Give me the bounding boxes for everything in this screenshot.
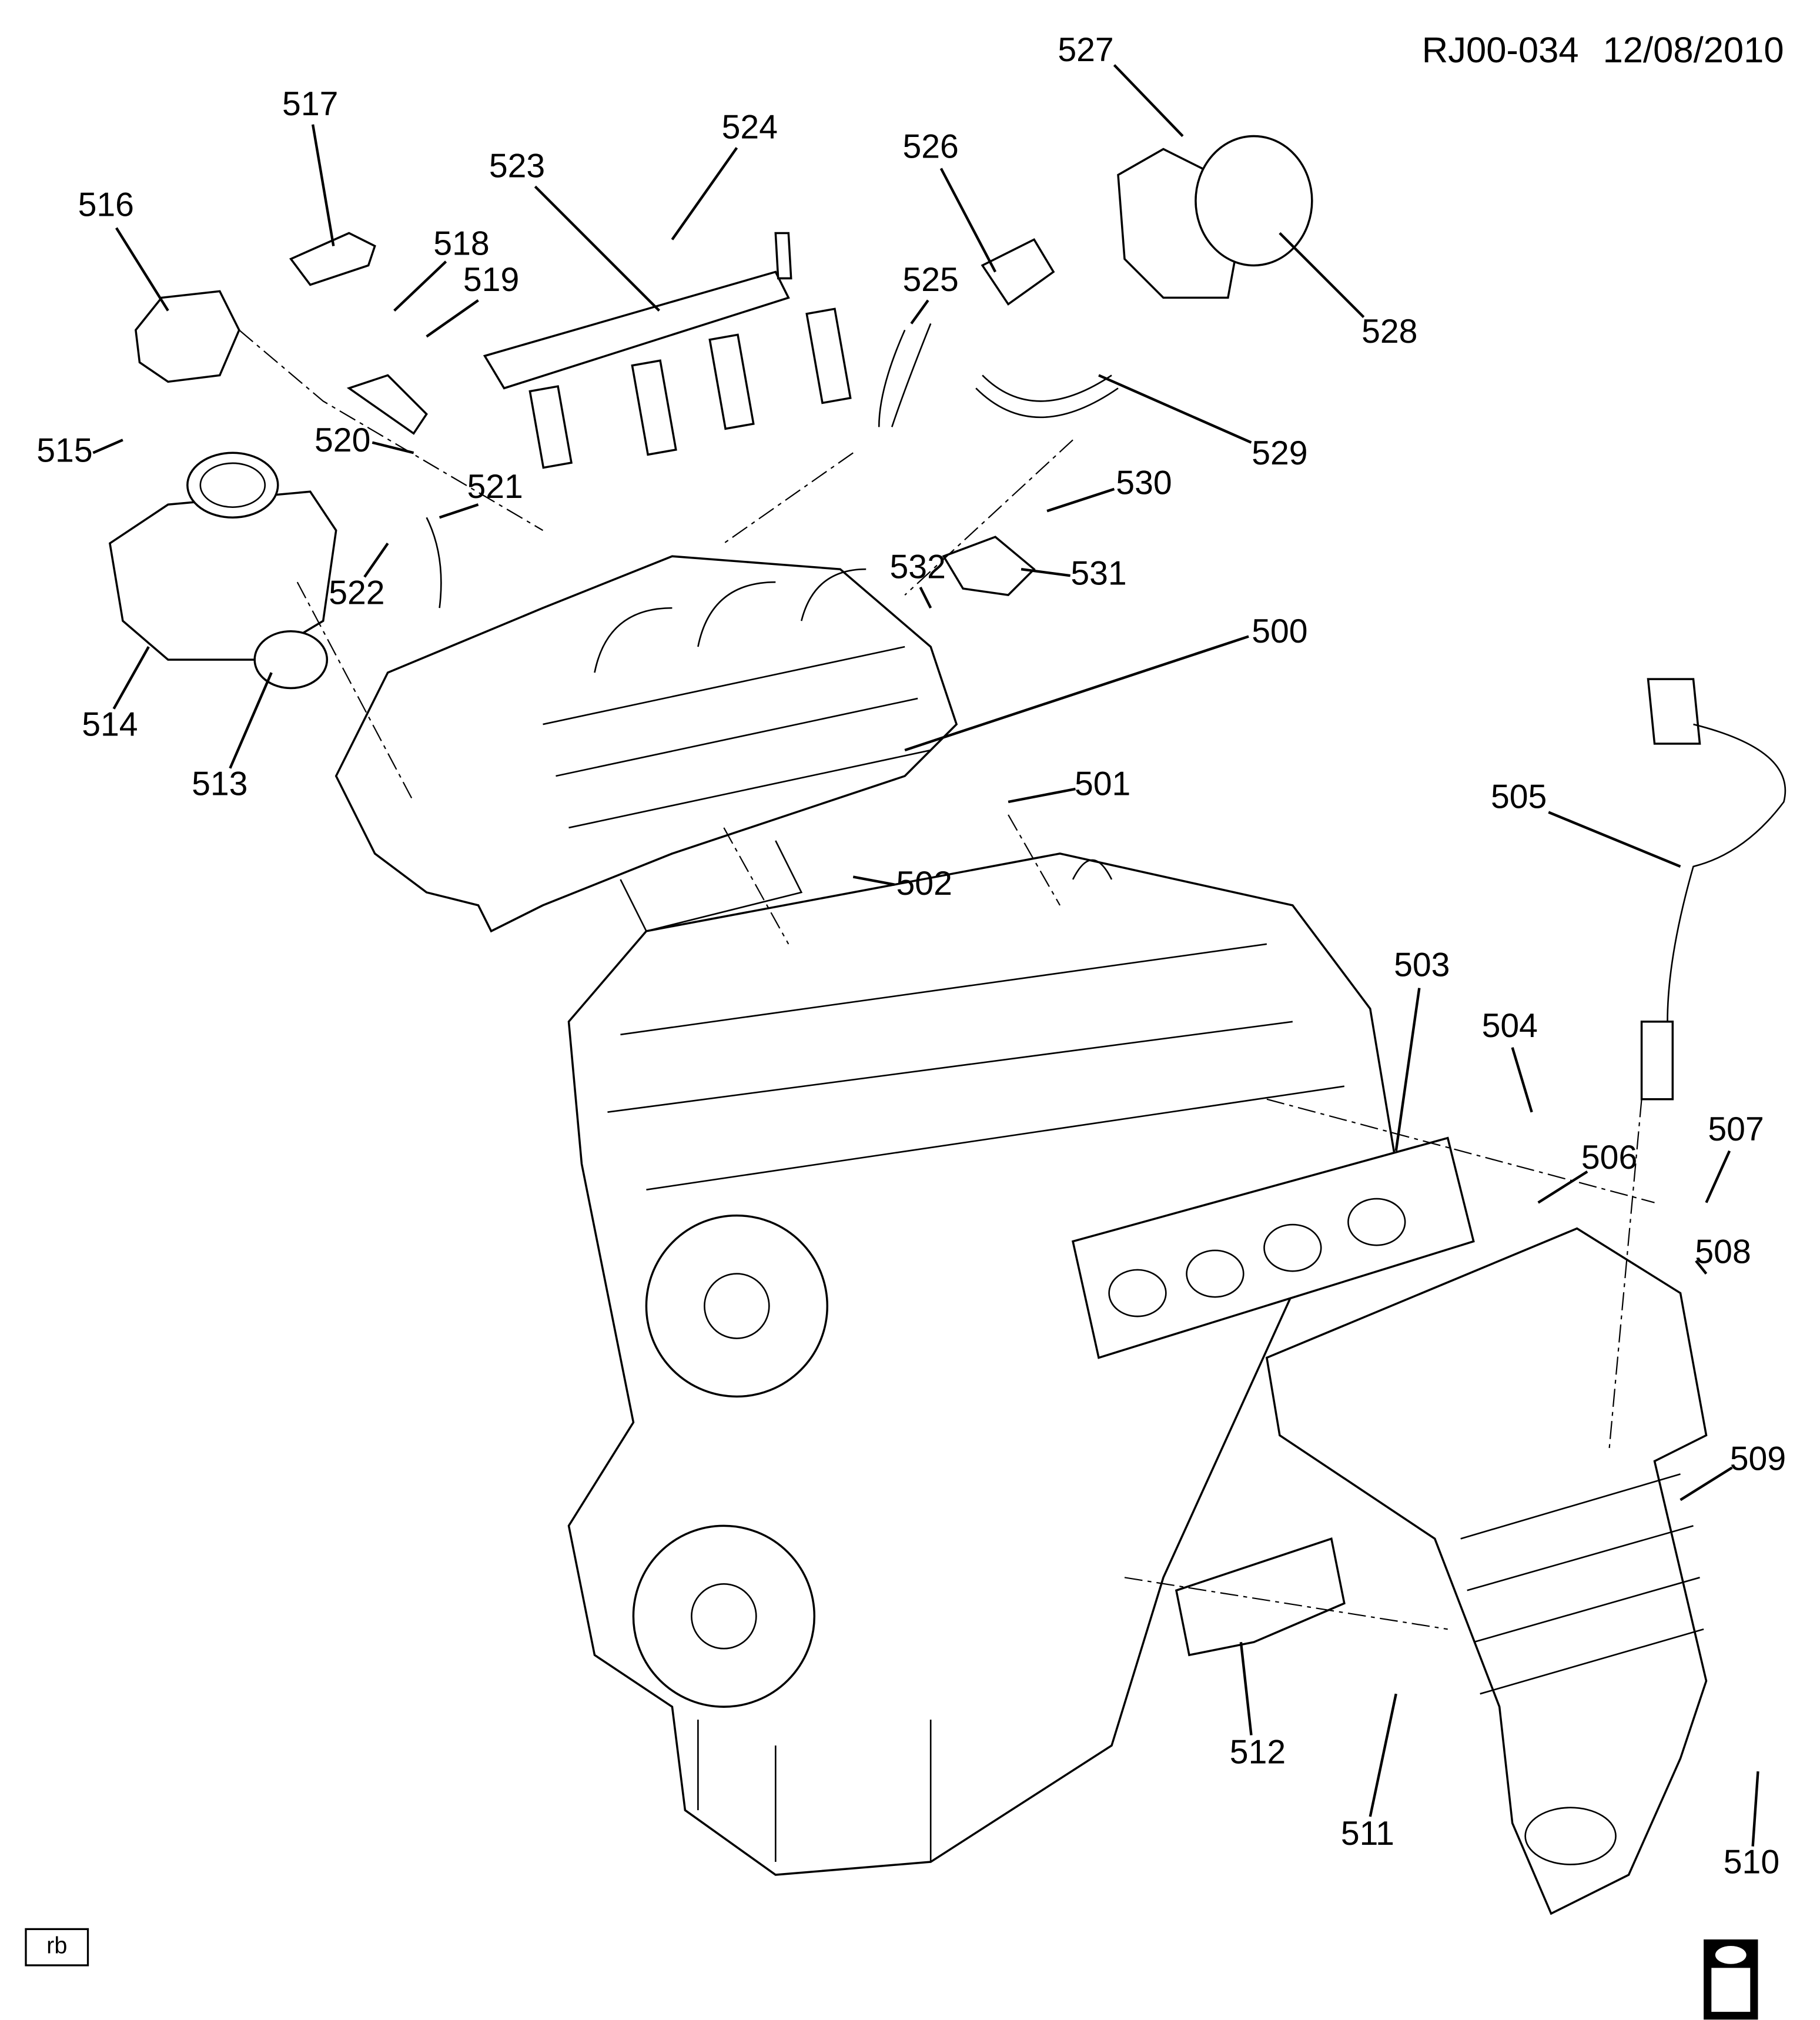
- callout-513: 513: [192, 765, 247, 803]
- fuel-rail-injectors: [483, 232, 852, 469]
- purge-valve: [135, 232, 376, 383]
- callout-518: 518: [433, 225, 489, 263]
- callout-516: 516: [78, 186, 134, 224]
- callout-500: 500: [1252, 613, 1307, 650]
- callout-508: 508: [1695, 1233, 1751, 1271]
- crank-pulley-lower: [632, 1524, 816, 1708]
- callout-509: 509: [1730, 1440, 1786, 1478]
- callout-530: 530: [1116, 464, 1172, 501]
- map-sensor: [942, 536, 1036, 597]
- callout-532: 532: [890, 548, 946, 586]
- throttle-body-gasket: [253, 630, 329, 690]
- evap-valve-bracket: [878, 135, 1313, 427]
- artist-code-box: rb: [25, 1928, 89, 1967]
- callout-506: 506: [1581, 1139, 1637, 1176]
- exhaust-gasket: [1071, 1136, 1475, 1359]
- callout-529: 529: [1252, 434, 1307, 472]
- crank-pulley-upper: [645, 1214, 829, 1398]
- callout-505: 505: [1491, 778, 1547, 816]
- callout-503: 503: [1394, 947, 1450, 984]
- diagram-code: RJ00-034: [1422, 30, 1579, 71]
- callout-511: 511: [1341, 1815, 1394, 1852]
- bracket-512: [1175, 1537, 1346, 1657]
- callout-520: 520: [315, 422, 370, 459]
- callout-531: 531: [1070, 554, 1126, 592]
- leader-lines: [92, 64, 1759, 1847]
- callout-514: 514: [82, 706, 138, 744]
- callout-517: 517: [282, 85, 338, 123]
- callout-526: 526: [902, 128, 958, 166]
- assembly-lines: [239, 329, 1655, 1630]
- engine-block: [567, 852, 1397, 1876]
- throttle-body: [108, 452, 337, 661]
- diagram-date: 12/08/2010: [1603, 30, 1784, 71]
- exhaust-manifold-converter: [1265, 1227, 1708, 1915]
- callout-519: 519: [463, 261, 519, 299]
- intake-manifold: [334, 555, 958, 933]
- callout-510: 510: [1724, 1844, 1779, 1881]
- callout-502: 502: [896, 865, 952, 902]
- callout-501: 501: [1075, 765, 1130, 803]
- callout-515: 515: [36, 432, 92, 469]
- callout-labels: 527 517 524 523 526 516 518 519 525 528 …: [36, 31, 1786, 1881]
- callout-524: 524: [722, 109, 778, 146]
- callout-528: 528: [1361, 313, 1417, 350]
- bracket-519: [346, 374, 428, 435]
- callout-504: 504: [1482, 1007, 1538, 1045]
- callout-523: 523: [489, 148, 545, 185]
- callout-522: 522: [329, 574, 384, 611]
- callout-521: 521: [467, 468, 523, 506]
- callout-525: 525: [902, 261, 958, 299]
- callout-527: 527: [1058, 31, 1113, 69]
- artist-code: rb: [46, 1933, 67, 1959]
- tube-521: [426, 517, 442, 608]
- gm-spo-logo: [1704, 1939, 1758, 2020]
- callout-512: 512: [1230, 1734, 1286, 1771]
- callout-507: 507: [1708, 1111, 1764, 1148]
- oxygen-sensor: [1640, 678, 1786, 1101]
